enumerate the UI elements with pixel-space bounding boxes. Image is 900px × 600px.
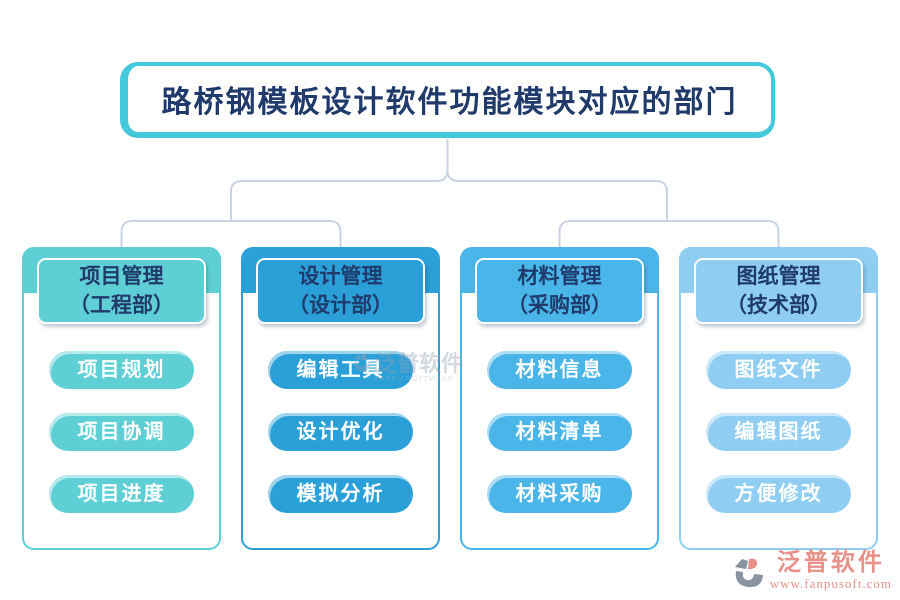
feature-button-easy-modification[interactable]: 方便修改 [706,475,851,513]
card-title: 图纸管理 [736,264,821,288]
feature-button-group: 项目规划 项目协调 项目进度 [24,351,219,513]
card-department: （技术部） [726,293,831,317]
card-header-project: 项目管理 （工程部） [37,258,206,324]
connector-right-bracket [558,220,780,248]
module-card-design-management: 设计管理 （设计部） 编辑工具 设计优化 模拟分析 [241,247,440,550]
feature-button-group: 编辑工具 设计优化 模拟分析 [243,351,438,513]
brand-name: 泛普软件 [776,550,885,576]
feature-button-simulation-analysis[interactable]: 模拟分析 [268,475,413,513]
module-card-drawing-management: 图纸管理 （技术部） 图纸文件 编辑图纸 方便修改 [679,247,878,550]
connector-right-feeder [446,139,668,222]
card-department: （工程部） [69,293,174,317]
card-title: 设计管理 [298,264,383,288]
feature-button-material-info[interactable]: 材料信息 [487,351,632,389]
feature-button-project-planning[interactable]: 项目规划 [49,351,194,389]
diagram-title: 路桥钢模板设计软件功能模块对应的部门 [161,86,738,119]
feature-button-group: 图纸文件 编辑图纸 方便修改 [681,351,876,513]
feature-button-project-progress[interactable]: 项目进度 [49,475,194,513]
feature-button-project-coordination[interactable]: 项目协调 [49,413,194,451]
diagram-title-box: 路桥钢模板设计软件功能模块对应的部门 [120,62,775,138]
brand-footer: 泛普软件 www.fanpusoft.com [732,551,892,592]
module-card-material-management: 材料管理 （采购部） 材料信息 材料清单 材料采购 [460,247,659,550]
feature-button-edit-drawings[interactable]: 编辑图纸 [706,413,851,451]
card-title: 材料管理 [517,264,602,288]
module-card-project-management: 项目管理 （工程部） 项目规划 项目协调 项目进度 [22,247,221,550]
module-columns: 项目管理 （工程部） 项目规划 项目协调 项目进度 设计管理 （设计部） 编辑工… [22,247,878,550]
brand-logo-icon [734,558,763,587]
connector-left-bracket [120,220,342,248]
feature-button-material-procurement[interactable]: 材料采购 [487,475,632,513]
card-header-drawing: 图纸管理 （技术部） [694,258,863,324]
brand-url[interactable]: www.fanpusoft.com [769,576,892,591]
card-title: 项目管理 [79,264,164,288]
feature-button-material-list[interactable]: 材料清单 [487,413,632,451]
connector-left-feeder [230,139,449,222]
feature-button-design-optimization[interactable]: 设计优化 [268,413,413,451]
card-department: （设计部） [288,293,393,317]
feature-button-drawing-files[interactable]: 图纸文件 [706,351,851,389]
feature-button-editing-tools[interactable]: 编辑工具 [268,351,413,389]
card-header-design: 设计管理 （设计部） [256,258,425,324]
card-department: （采购部） [507,293,612,317]
feature-button-group: 材料信息 材料清单 材料采购 [462,351,657,513]
card-header-material: 材料管理 （采购部） [475,258,644,324]
